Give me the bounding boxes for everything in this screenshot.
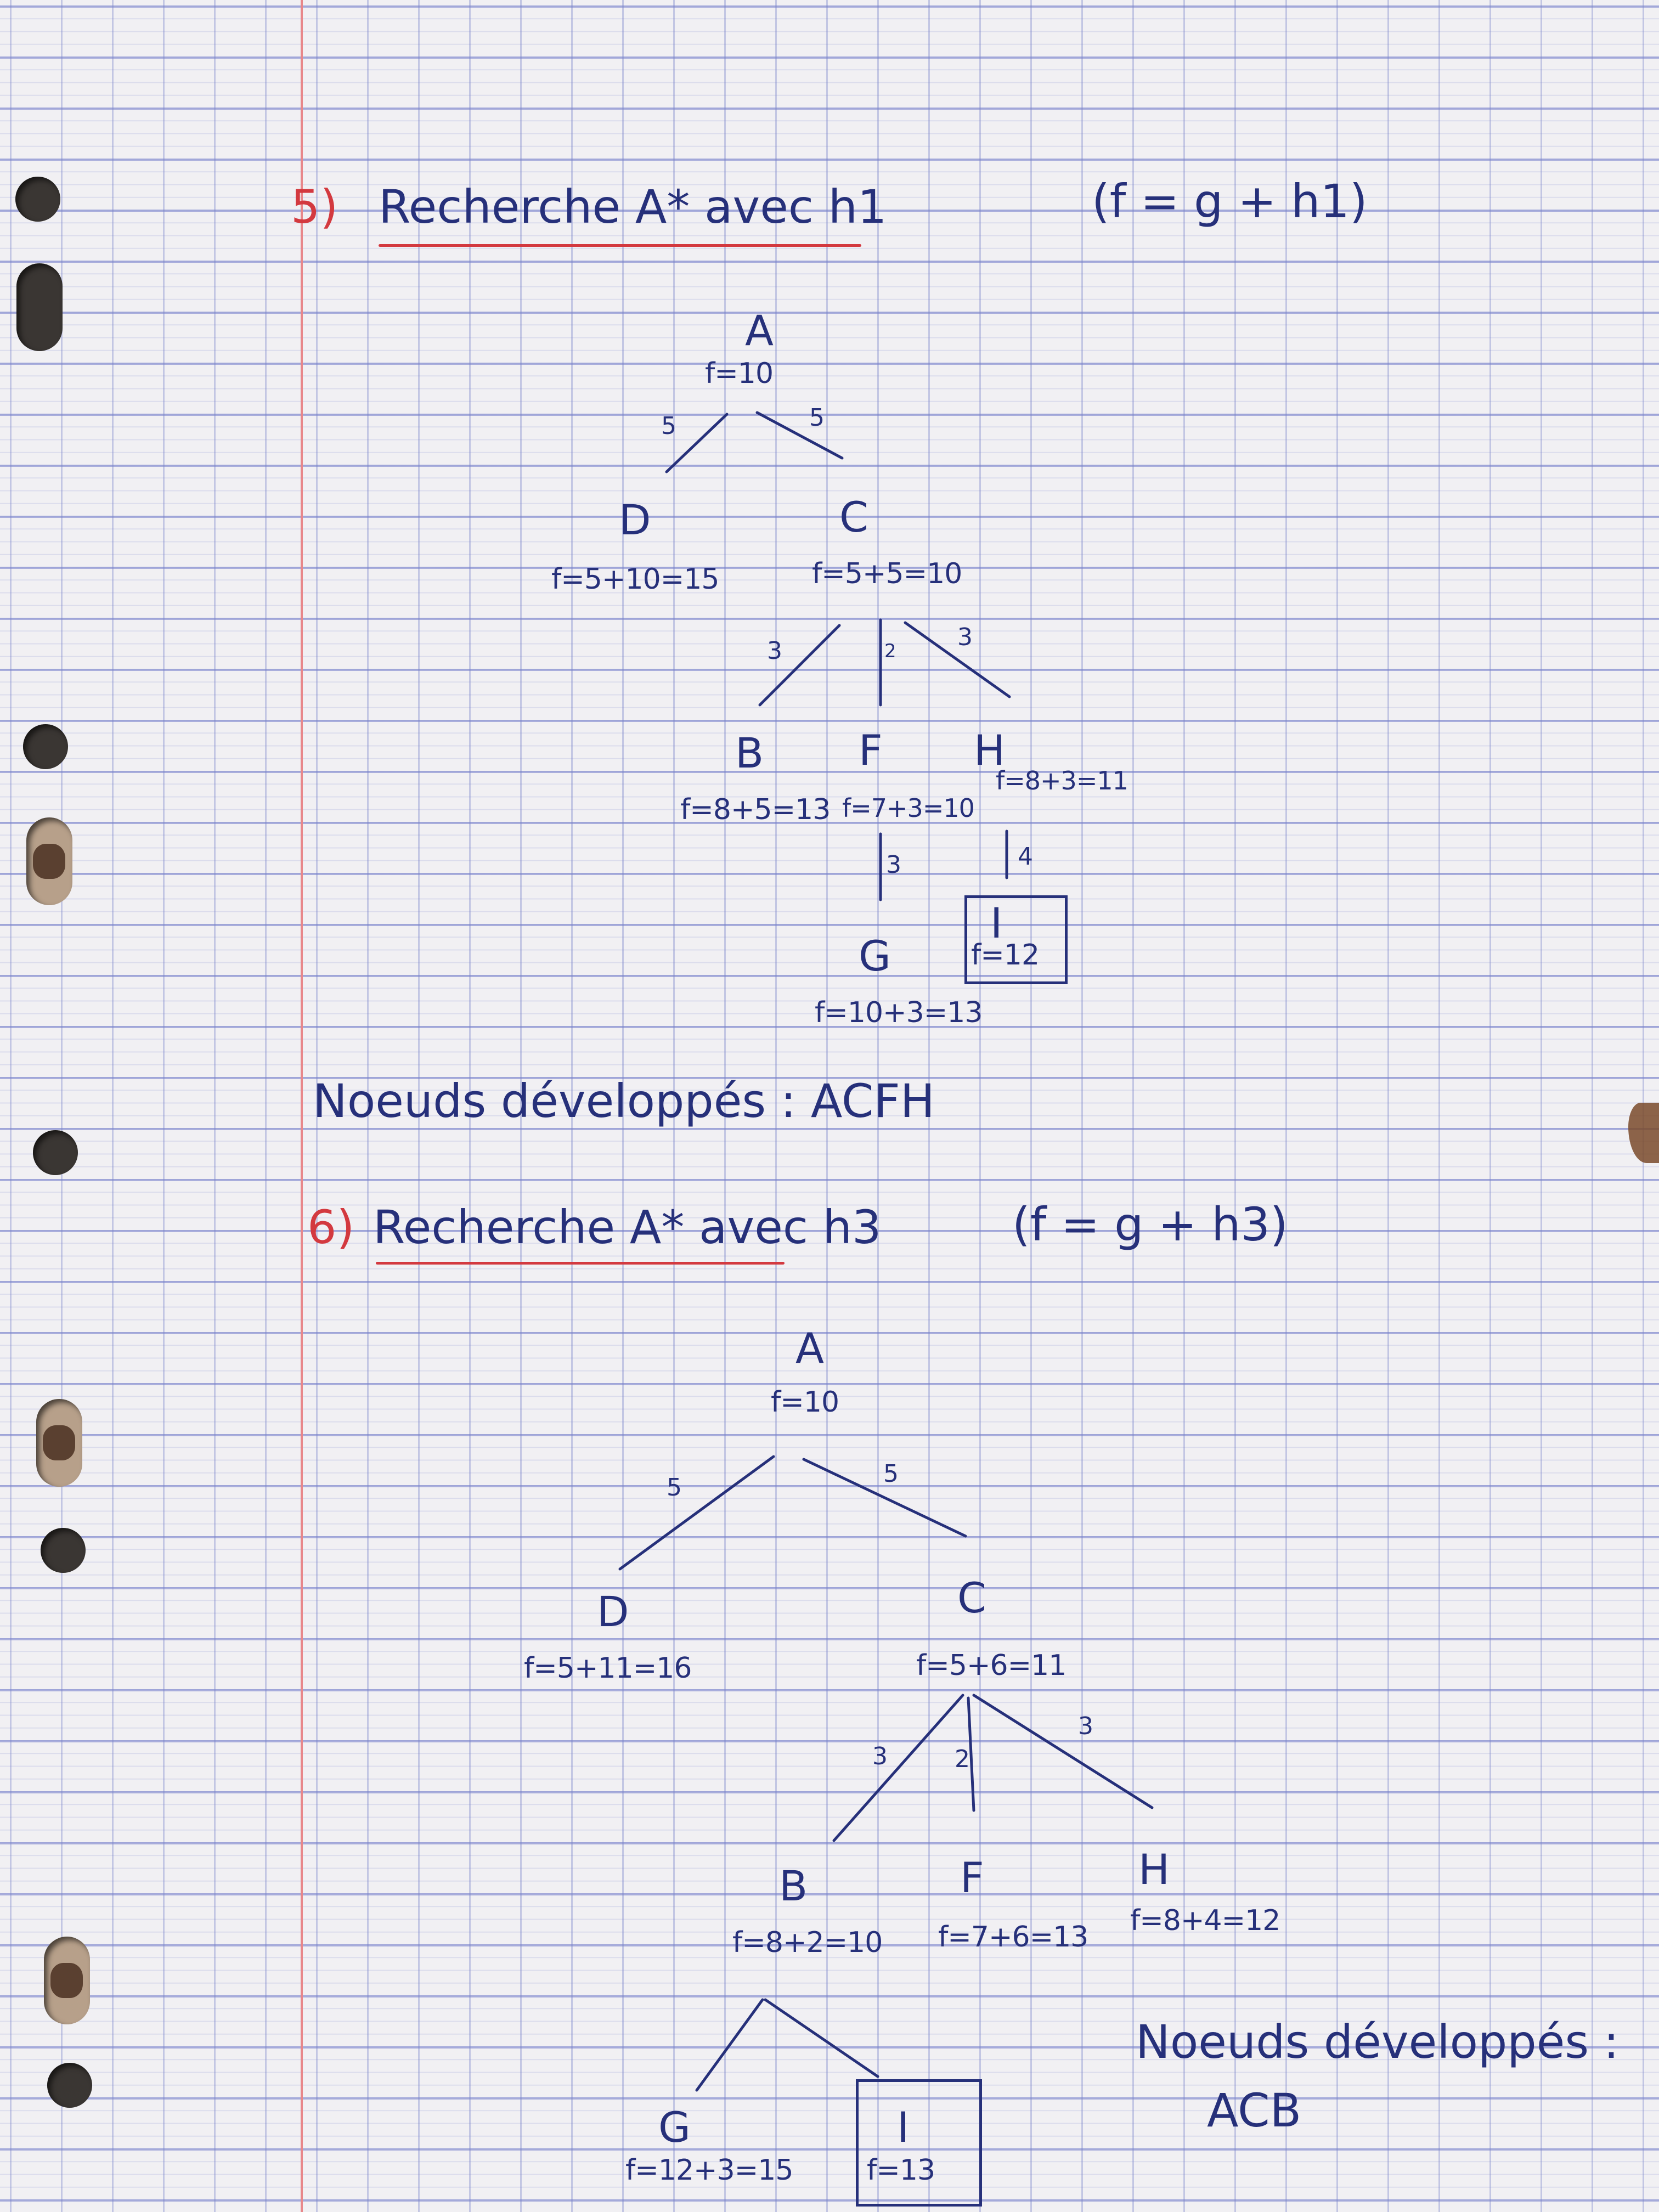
formula: (f = g + h3) xyxy=(1012,1198,1288,1251)
node-i-label: I xyxy=(897,2103,910,2152)
node-h-f: f=8+4=12 xyxy=(1130,1904,1280,1937)
node-b-f: f=8+2=10 xyxy=(732,1926,883,1959)
binder-hole xyxy=(36,1399,82,1487)
section-number: 6) xyxy=(307,1200,355,1254)
binder-hole xyxy=(16,263,63,351)
node-b-label: B xyxy=(735,729,764,777)
node-c-label: C xyxy=(957,1573,987,1622)
margin-line xyxy=(301,0,303,2212)
edge-c-f-weight: 2 xyxy=(884,640,896,662)
edge-c-h-weight: 3 xyxy=(1078,1712,1093,1740)
node-a-label: A xyxy=(745,306,774,355)
node-i-label: I xyxy=(990,899,1003,947)
node-d-label: D xyxy=(619,495,651,544)
edge-c-b-weight: 3 xyxy=(872,1742,888,1770)
node-a-label: A xyxy=(795,1324,824,1373)
edge-c-h xyxy=(972,1694,1154,1809)
edge-c-h-weight: 3 xyxy=(957,623,973,651)
section-number: 5) xyxy=(291,180,338,234)
node-h-f: f=8+3=11 xyxy=(996,766,1128,795)
formula: (f = g + h1) xyxy=(1092,174,1368,228)
title-underline xyxy=(379,244,861,247)
binder-hole xyxy=(15,177,60,222)
node-a-f: f=10 xyxy=(771,1386,839,1419)
binder-hole xyxy=(41,1528,86,1573)
node-h-label: H xyxy=(974,726,1006,775)
node-d-label: D xyxy=(597,1587,629,1636)
edge-b-g xyxy=(695,1998,764,2092)
node-f-label: F xyxy=(960,1853,984,1902)
section-title: Recherche A* avec h3 xyxy=(373,1200,882,1254)
node-i-f: f=12 xyxy=(971,939,1040,972)
edge-a-c-weight: 5 xyxy=(883,1460,899,1488)
binder-hole xyxy=(23,724,68,769)
node-f-label: F xyxy=(859,726,883,775)
node-g-f: f=12+3=15 xyxy=(625,2154,793,2187)
edge-c-f-weight: 2 xyxy=(955,1745,970,1773)
node-g-f: f=10+3=13 xyxy=(815,996,983,1029)
node-f-f: f=7+6=13 xyxy=(938,1921,1088,1954)
node-c-label: C xyxy=(839,493,869,541)
node-i-f: f=13 xyxy=(867,2154,935,2187)
edge-h-i-weight: 4 xyxy=(1018,843,1033,871)
node-c-f: f=5+6=11 xyxy=(916,1649,1066,1682)
node-g-label: G xyxy=(859,932,891,980)
node-d-f: f=5+10=15 xyxy=(551,563,719,596)
edge-c-b xyxy=(832,1694,964,1842)
goal-box xyxy=(964,895,1068,984)
binder-hole xyxy=(47,2063,92,2108)
binder-hole xyxy=(44,1937,90,2024)
title-underline xyxy=(376,1262,785,1265)
developed-nodes-value: ACB xyxy=(1207,2084,1302,2137)
node-d-f: f=5+11=16 xyxy=(524,1652,692,1685)
edge-c-b-weight: 3 xyxy=(767,637,782,665)
binder-hole xyxy=(26,817,72,905)
node-f-f: f=7+3=10 xyxy=(842,793,975,823)
goal-box xyxy=(856,2079,982,2207)
edge-a-c xyxy=(755,411,844,460)
developed-nodes: Noeuds développés : ACFH xyxy=(313,1074,935,1128)
binder-hole xyxy=(33,1130,78,1175)
edge-c-f xyxy=(967,1696,975,1812)
edge-c-b xyxy=(758,624,841,707)
edge-b-i xyxy=(764,1998,879,2078)
node-b-f: f=8+5=13 xyxy=(680,793,831,826)
edge-a-d-weight: 5 xyxy=(667,1474,682,1502)
node-a-f: f=10 xyxy=(705,357,774,390)
edge-a-c-weight: 5 xyxy=(809,404,825,432)
edge-a-d xyxy=(665,413,729,473)
node-h-label: H xyxy=(1138,1845,1170,1894)
edge-a-d-weight: 5 xyxy=(661,412,676,440)
edge-a-d xyxy=(618,1455,775,1571)
edge-c-h xyxy=(904,621,1011,698)
edge-a-c xyxy=(802,1458,967,1538)
node-c-f: f=5+5=10 xyxy=(812,557,962,590)
node-b-label: B xyxy=(779,1861,808,1910)
node-g-label: G xyxy=(658,2103,691,2152)
edge-f-g-weight: 3 xyxy=(886,851,901,879)
section-title: Recherche A* avec h1 xyxy=(379,180,887,234)
developed-nodes-label: Noeuds développés : xyxy=(1136,2015,1620,2069)
